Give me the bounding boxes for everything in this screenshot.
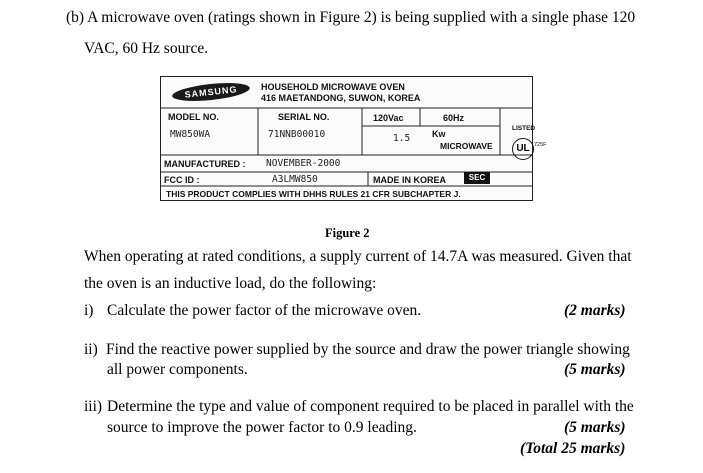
part-ii-text-line1: Find the reactive power supplied by the … (106, 341, 630, 358)
nameplate-header-line1: HOUSEHOLD MICROWAVE OVEN (261, 82, 405, 92)
serial-label: SERIAL NO. (278, 112, 330, 122)
ul-listed-mark: UL (512, 138, 534, 160)
power-description: MICROWAVE (440, 141, 493, 151)
part-iii-text-line1: Determine the type and value of componen… (107, 398, 634, 415)
made-in-korea: MADE IN KOREA (373, 175, 447, 185)
frequency-rating: 60Hz (443, 113, 465, 123)
paragraph-line1: When operating at rated conditions, a su… (84, 248, 632, 265)
part-iii-text-line2: source to improve the power factor to 0.… (107, 419, 417, 436)
fcc-value: A3LMW850 (272, 174, 318, 185)
power-unit: Kw (432, 129, 446, 139)
part-ii-text-line2: all power components. (107, 361, 248, 378)
power-value: 1.5 (393, 133, 411, 144)
listed-text: LISTED (512, 125, 536, 132)
part-iii-marks: (5 marks) (564, 419, 626, 436)
model-label: MODEL NO. (168, 112, 219, 122)
paragraph-line2: the oven is an inductive load, do the fo… (84, 275, 377, 292)
nameplate-figure: SAMSUNG HOUSEHOLD MICROWAVE OVEN 416 MAE… (160, 76, 547, 201)
sec-badge: SEC (464, 172, 490, 184)
ul-code: 725F (534, 142, 547, 148)
figure-caption: Figure 2 (325, 226, 370, 240)
part-i-marks: (2 marks) (564, 302, 626, 319)
part-i-label: i) (84, 302, 94, 319)
manufactured-label: MANUFACTURED : (164, 159, 246, 169)
model-value: MW850WA (170, 129, 211, 140)
nameplate-header-line2: 416 MAETANDONG, SUWON, KOREA (261, 93, 421, 103)
manufactured-value: NOVEMBER-2000 (266, 158, 341, 169)
part-ii-marks: (5 marks) (564, 361, 626, 378)
fcc-label: FCC ID : (164, 175, 200, 185)
part-i-text: Calculate the power factor of the microw… (107, 302, 422, 319)
serial-value: 71NNB00010 (268, 129, 326, 140)
compliance-statement: THIS PRODUCT COMPLIES WITH DHHS RULES 21… (166, 189, 461, 199)
total-marks: (Total 25 marks) (520, 440, 626, 457)
voltage-rating: 120Vac (373, 113, 404, 123)
part-ii-label: ii) (84, 341, 98, 358)
question-intro-line2: VAC, 60 Hz source. (84, 40, 209, 57)
part-iii-label: iii) (84, 398, 103, 415)
question-intro-line1: (b) A microwave oven (ratings shown in F… (66, 9, 636, 26)
